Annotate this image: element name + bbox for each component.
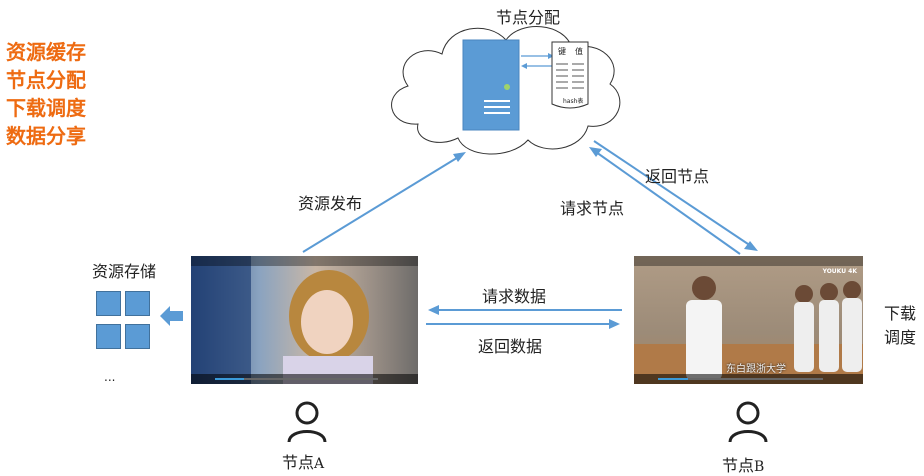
storage-ellipsis: ... (104, 370, 116, 384)
cloud-diagram: 键 值 hash表 (391, 26, 621, 155)
video-controls-b[interactable] (634, 374, 863, 384)
person-icon-b (728, 401, 768, 443)
person-icon-a (287, 401, 327, 443)
node-a-text: 节点 (282, 453, 315, 472)
download-schedule-line1: 下载 (884, 304, 917, 323)
hash-table-icon (551, 41, 589, 109)
video-player-b[interactable]: 东白跟浙大学 YOUKU 4K (634, 256, 863, 384)
return-data-label: 返回数据 (478, 337, 543, 356)
feature-item: 节点分配 (6, 68, 86, 92)
return-node-label: 返回节点 (645, 167, 710, 186)
storage-arrow (160, 306, 183, 326)
feature-item: 下载调度 (6, 96, 86, 120)
return-node-arrow (593, 140, 752, 247)
node-b-label: 节点B (722, 452, 764, 476)
download-schedule-line2: 调度 (884, 328, 917, 347)
node-b-text: 节点 (722, 456, 755, 475)
publish-arrow (302, 155, 461, 253)
hash-value-header: 值 (575, 46, 583, 56)
node-b-suffix: B (754, 459, 765, 475)
request-node-label: 请求节点 (560, 199, 625, 218)
video-player-a[interactable] (191, 256, 418, 384)
video-subtitle-b: 东白跟浙大学 (726, 364, 786, 375)
node-a-suffix: A (314, 456, 325, 472)
request-node-arrow (595, 151, 741, 255)
storage-label: 资源存储 (92, 262, 157, 281)
node-a-label: 节点A (282, 449, 324, 473)
hash-key-header: 键 (558, 46, 566, 56)
server-icon (462, 39, 520, 131)
video-controls-a[interactable] (191, 374, 418, 384)
hash-caption: hash表 (563, 97, 583, 105)
cloud-title: 节点分配 (496, 8, 561, 27)
video-badge-b: YOUKU 4K (822, 268, 857, 275)
feature-list: 资源缓存 节点分配 下载调度 数据分享 (6, 38, 86, 150)
video-topbar-a (191, 256, 418, 266)
publish-label: 资源发布 (298, 194, 363, 213)
feature-item: 资源缓存 (6, 40, 86, 64)
request-data-label: 请求数据 (482, 287, 547, 306)
video-topbar-b (634, 256, 863, 266)
video-frame-a (191, 256, 373, 384)
feature-item: 数据分享 (6, 124, 86, 148)
